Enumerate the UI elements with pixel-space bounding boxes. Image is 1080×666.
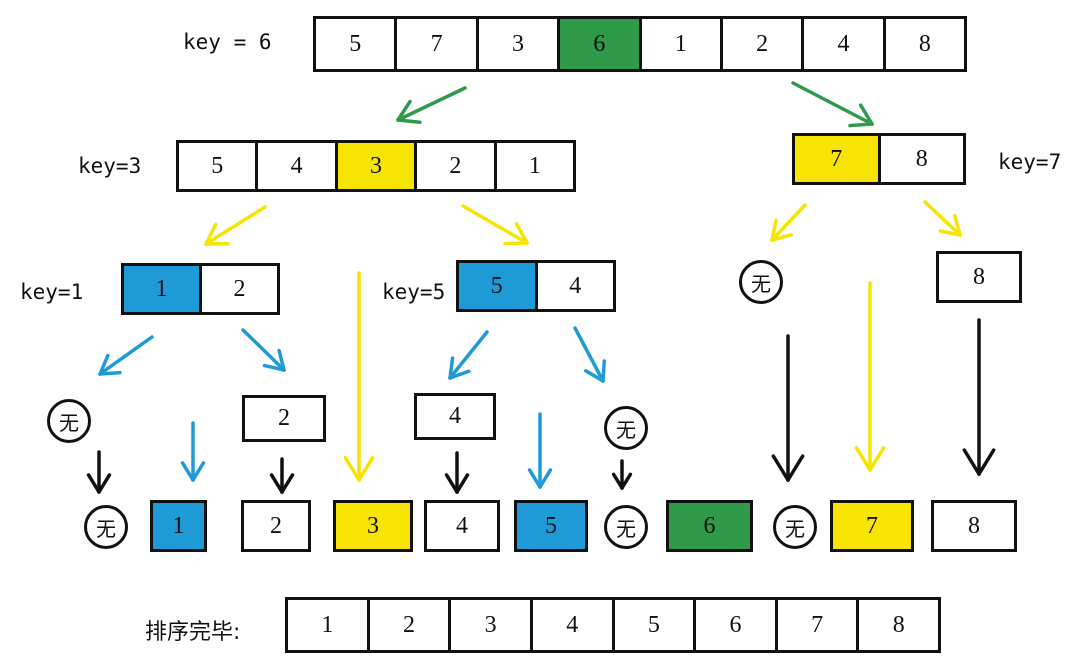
yellow-arrow-pivot-7-down [854,281,886,472]
root-array-cell: 7 [394,19,475,69]
merged-cell: 2 [241,500,311,552]
root-array-cell: 5 [349,30,362,57]
sorted-array-cell: 8 [856,600,938,650]
root-array-cell: 3 [475,19,557,69]
green-arrow-left [396,86,467,125]
sorted-array-cell: 6 [693,600,775,650]
root-array-cell: 2 [719,19,801,69]
leaf-4-box: 4 [414,393,496,440]
leaf-2-box-cell: 2 [278,405,290,431]
blue-arrow-pivot-1-down [180,421,206,482]
merged-cell: 4 [424,500,500,552]
sorted-label: 排序完毕: [145,620,241,645]
merged-none-marker: 无 [604,505,648,549]
black-arrow-none-ll [86,450,112,494]
yellow-arrow-left-split-left [204,205,267,246]
blue-arrow-pivot-5-down [527,412,553,489]
black-arrow-leaf-2 [269,457,295,494]
root-array-cell: 8 [882,19,964,69]
merged-cell: 7 [830,500,914,552]
leaf-8-box: 8 [936,251,1022,303]
blue-arrow-lr-right [573,326,607,383]
left-array-cell: 4 [255,143,334,189]
left-array-cell: 5 [211,152,224,179]
leaf-4-box-cell: 4 [449,403,461,429]
right-array-cell: 7 [795,136,878,182]
key-label-right: key=7 [998,150,1062,174]
left-right-array-cell: 5 [459,263,535,309]
black-arrow-none-lr [611,459,633,490]
blue-arrow-ll-right [241,328,286,372]
leaf-8-box-cell: 8 [973,263,985,290]
left-left-array-cell: 1 [124,266,199,312]
blue-arrow-lr-left [448,330,489,380]
sorted-array-cell: 5 [611,600,694,650]
black-arrow-leaf-4 [444,451,470,494]
key-label-left-left: key=1 [20,280,84,304]
green-arrow-right [791,81,874,128]
left-array-cell: 3 [334,143,415,189]
blue-arrow-ll-left [98,335,154,376]
key-label-left: key=3 [78,154,142,178]
left-left-array-cell: 2 [199,266,277,312]
merged-cell: 3 [333,500,413,552]
sorted-array-cell: 7 [774,600,857,650]
sorted-array-cell: 1 [321,611,334,638]
merged-cell: 1 [150,500,207,552]
yellow-arrow-pivot-3-down [343,271,375,482]
sorted-array-cell: 2 [366,600,449,650]
root-array-cell: 6 [557,19,639,69]
root-array-cell: 1 [638,19,720,69]
yellow-arrow-left-split-right [461,204,529,246]
yellow-arrow-right-split-right [923,200,962,237]
merged-none-marker: 无 [84,505,128,549]
sorted-array-cell: 4 [529,600,612,650]
merged-cell: 8 [931,500,1017,552]
right-array-cell: 8 [877,136,964,182]
key-label-root: key = 6 [183,30,272,54]
leaf-2-box: 2 [242,395,326,442]
left-array-cell: 2 [414,143,493,189]
left-array-cell: 1 [493,143,573,189]
none-marker-left-right: 无 [604,406,648,450]
none-marker-right-left: 无 [739,260,783,304]
none-marker-left-left: 无 [47,399,91,443]
yellow-arrow-right-split-left [770,203,807,242]
merged-cell: 6 [666,500,753,552]
merged-none-marker: 无 [773,505,817,549]
merged-cell: 5 [514,500,588,552]
black-arrow-none-right [771,334,805,482]
sorted-array-cell: 3 [448,600,530,650]
root-array-cell: 4 [801,19,882,69]
black-arrow-leaf-8 [962,318,996,476]
left-right-array-cell: 4 [534,263,614,309]
key-label-left-right: key=5 [382,280,446,304]
